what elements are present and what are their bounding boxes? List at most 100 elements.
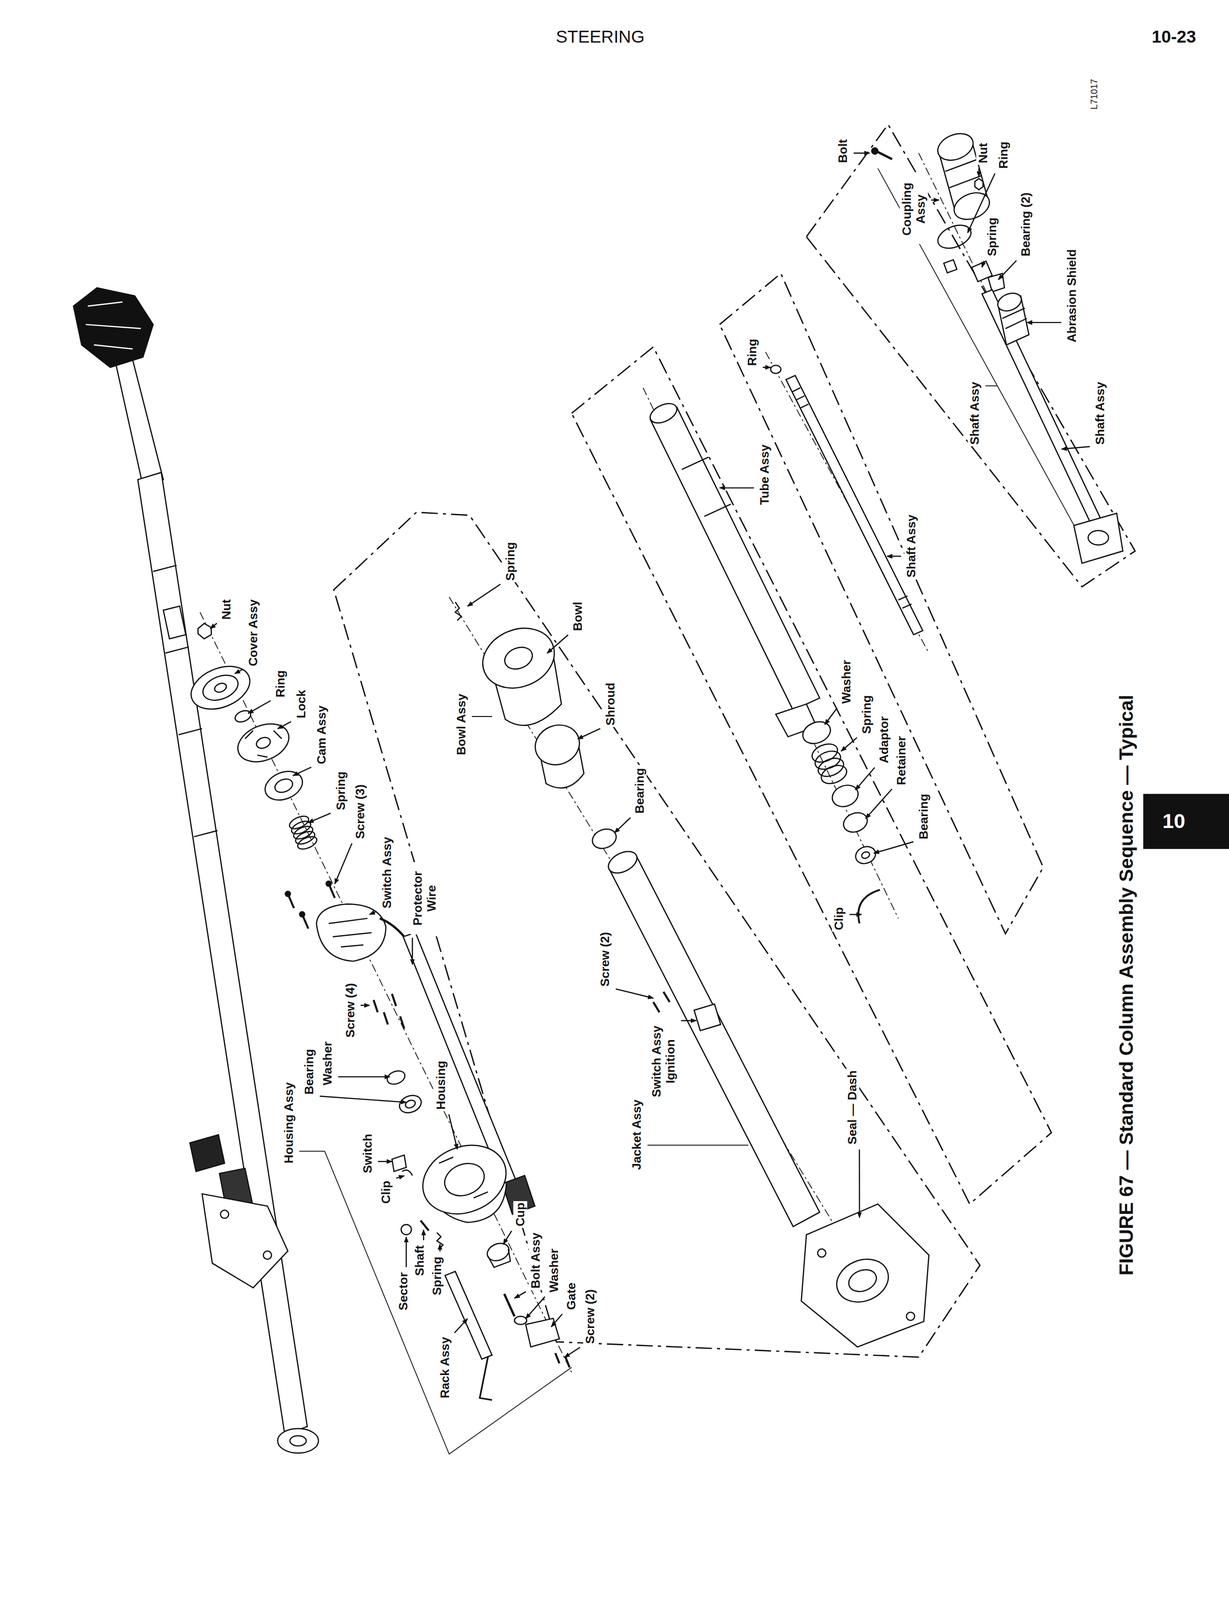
housing-group-parts <box>488 1249 511 1268</box>
assembled-column <box>85 302 141 350</box>
assembled-column <box>220 1210 229 1219</box>
part-label: Jacket Assy <box>629 1098 644 1173</box>
tube-group-parts <box>852 843 879 867</box>
leader-line <box>551 1314 562 1328</box>
leader-line <box>396 1175 405 1179</box>
part-label: Lock <box>293 688 308 721</box>
housing-group-parts <box>184 658 257 718</box>
part-label: Ring <box>745 336 760 368</box>
part-label: Spring <box>429 1255 444 1297</box>
panel-outline <box>334 512 981 1358</box>
leader-line <box>647 1144 749 1146</box>
center-line <box>643 388 899 919</box>
part-label: Cup <box>513 1201 528 1229</box>
housing-group-parts <box>445 1271 493 1360</box>
housing-group-parts <box>484 1240 512 1265</box>
tube-group-parts <box>829 781 862 811</box>
housing-group-parts <box>412 1133 517 1227</box>
shaft-parts <box>770 365 782 374</box>
housing-group-parts <box>273 776 295 795</box>
housing-group-parts <box>439 1157 489 1198</box>
part-label: Housing <box>434 1059 448 1112</box>
group-bracket <box>877 168 1077 531</box>
housing-group-parts <box>287 813 319 852</box>
housing-group-parts <box>555 1353 570 1368</box>
leader-line <box>467 584 501 607</box>
part-label: Cover Assy <box>246 598 261 669</box>
part-label: Washer <box>838 658 853 706</box>
part-label: Shaft Assy <box>967 380 982 447</box>
housing-group-parts <box>316 904 387 962</box>
shaft-parts <box>791 388 809 409</box>
leader-line <box>577 728 601 739</box>
leader-line <box>234 669 244 674</box>
section-tab-number: 10 <box>1161 809 1187 834</box>
leader-line <box>369 911 377 915</box>
leader-line <box>853 152 870 154</box>
leader-line <box>248 700 272 714</box>
leader-line <box>1026 322 1062 324</box>
assembled-column <box>189 1134 225 1172</box>
part-label: Nut <box>975 141 990 165</box>
part-label: Screw (2) <box>598 930 613 989</box>
part-label: Bearing <box>632 766 647 816</box>
bowl-jacket-parts <box>609 855 820 1228</box>
part-label: Gate <box>564 1281 579 1312</box>
leader-line <box>547 634 568 654</box>
bowl-jacket-parts <box>529 718 586 772</box>
leader-line <box>887 555 901 557</box>
housing-group-parts <box>213 681 228 695</box>
assembled-column <box>202 1193 288 1288</box>
part-label: Washer <box>547 1247 561 1294</box>
housing-group-parts <box>379 918 404 937</box>
assembled-column <box>137 472 308 1435</box>
leader-line <box>1061 446 1090 449</box>
bowl-jacket-parts <box>694 1004 722 1031</box>
bowl-jacket-parts <box>455 602 462 621</box>
tube-group-parts <box>809 740 850 787</box>
figure-caption: FIGURE 67 — Standard Column Assembly Seq… <box>1114 693 1137 1278</box>
part-label: Screw (2) <box>582 1287 597 1346</box>
part-label: Bolt <box>836 137 850 165</box>
part-label: Switch <box>360 1132 375 1175</box>
part-label: Switch Assy Ignition <box>649 1016 678 1107</box>
leader-line <box>360 1005 370 1006</box>
leader-line <box>439 1244 441 1252</box>
assembled-column <box>73 287 154 368</box>
assembled-column <box>277 1428 319 1453</box>
housing-group-parts <box>385 1068 407 1087</box>
housing-group-parts <box>391 1155 407 1172</box>
bowl-jacket-parts <box>605 847 641 878</box>
housing-group-parts <box>401 1224 412 1235</box>
section-tab <box>1143 793 1229 849</box>
part-label: Retainer <box>894 734 909 787</box>
part-label: Seal — Dash <box>845 1068 860 1147</box>
leader-line <box>855 767 875 790</box>
tube-group-parts <box>650 407 820 711</box>
bowl-jacket-parts <box>473 617 564 699</box>
part-label: Shroud <box>603 681 618 727</box>
bowl-jacket-parts <box>830 1251 895 1310</box>
part-label: Screw (4) <box>342 981 357 1040</box>
bowl-jacket-parts <box>817 1249 826 1258</box>
housing-group-parts <box>437 1232 444 1250</box>
housing-group-parts <box>285 891 291 897</box>
leader-line <box>719 487 754 489</box>
housing-group-parts <box>232 717 295 770</box>
housing-group-parts <box>260 766 307 806</box>
part-label: Rack Assy <box>438 1335 452 1400</box>
housing-group-parts <box>504 1293 515 1317</box>
tube-group-parts <box>858 890 881 924</box>
leader-line <box>982 261 985 268</box>
housing-group-parts <box>295 834 319 852</box>
leader-line <box>277 721 291 729</box>
leader-line <box>985 385 998 387</box>
bowl-jacket-parts <box>501 643 536 673</box>
housing-group-parts <box>328 918 372 948</box>
housing-group-parts <box>420 1220 429 1231</box>
coupling-parts <box>982 289 1103 527</box>
housing-group-parts <box>373 994 405 1029</box>
leader-line <box>873 841 914 854</box>
center-line <box>448 597 878 1297</box>
